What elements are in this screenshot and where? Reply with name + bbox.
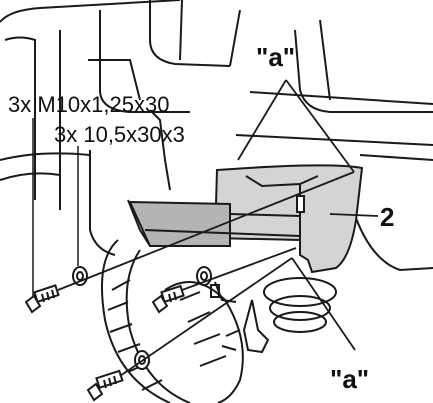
bolt-left <box>24 284 60 314</box>
bolt-middle <box>151 284 185 314</box>
part-number-label: 2 <box>380 202 394 232</box>
callout-bottom-label: "a" <box>330 364 369 394</box>
washer-spec-label: 3x 10,5x30x3 <box>54 122 185 147</box>
spec-leader-lines <box>32 118 79 296</box>
callout-top-label: "a" <box>256 42 295 72</box>
tire <box>100 239 244 403</box>
vehicle-body <box>0 0 433 272</box>
bolt-spec-label: 3x M10x1,25x30 <box>8 92 169 117</box>
bolt-axis-lines <box>57 171 355 377</box>
bolt-bottom <box>86 369 124 402</box>
hitch-bracket <box>127 164 364 274</box>
callout-leaders <box>237 79 379 351</box>
spring-assembly <box>210 277 337 354</box>
